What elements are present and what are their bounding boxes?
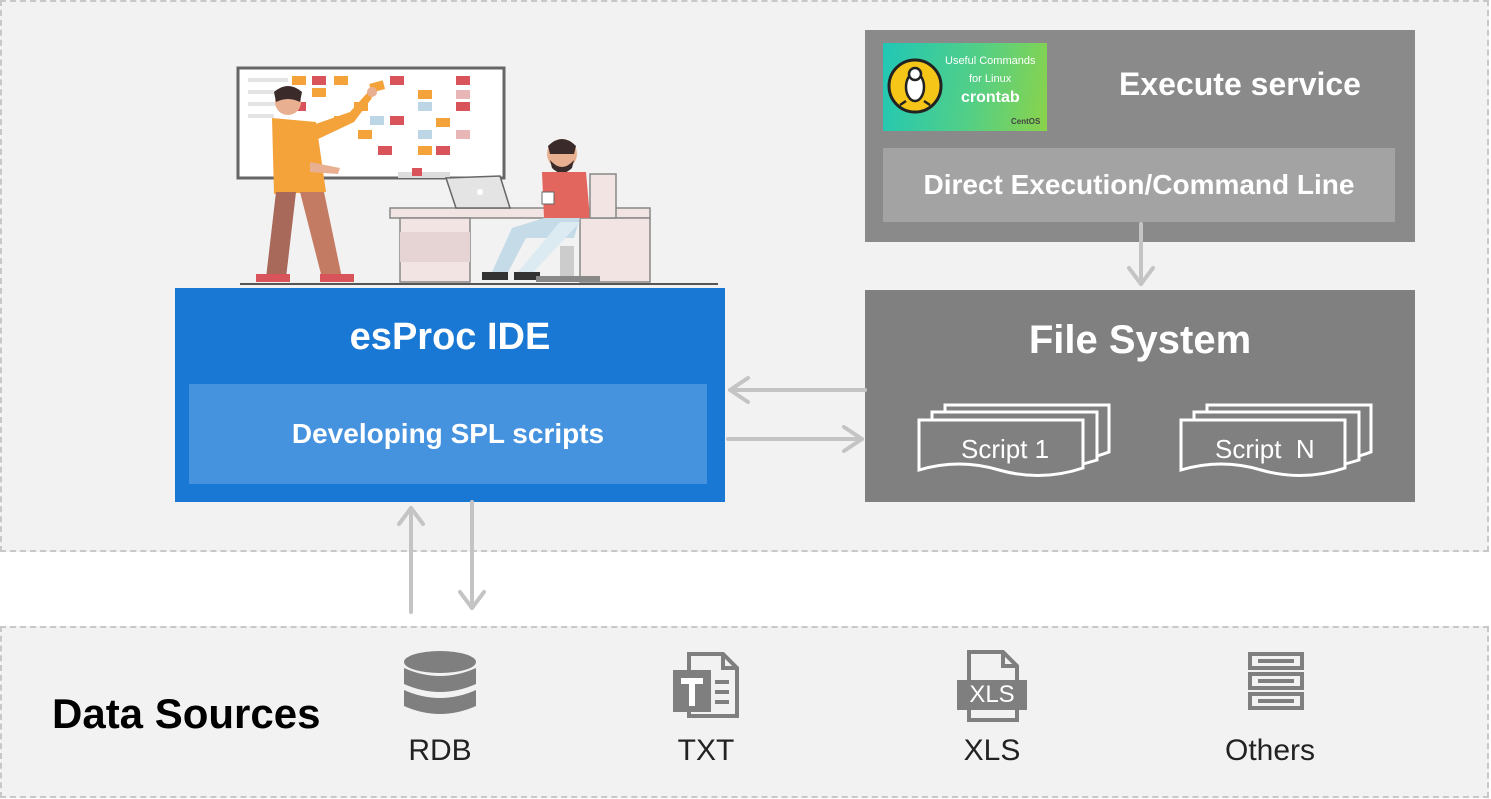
direct-execution-panel: Direct Execution/Command Line [883,148,1395,222]
script-n-label: Script N [1215,434,1315,464]
script-1-label: Script 1 [961,434,1050,464]
data-source-others [1206,650,1346,712]
execute-service-box: Useful Commands for Linux crontab CentOS… [865,30,1415,242]
centos-brand: CentOS [1011,117,1041,126]
execute-service-title: Execute service [1119,66,1361,102]
arrow-ide-to-datasources [458,500,486,610]
data-source-txt [636,650,776,720]
developing-scripts-label: Developing SPL scripts [291,418,605,449]
arrow-execute-to-filesystem [1127,222,1155,286]
data-sources-title: Data Sources [52,690,321,737]
file-system-title: File System [1028,318,1252,362]
database-icon [404,651,476,714]
xls-file-icon [957,650,1027,722]
script-1-stack-icon [917,403,1111,477]
script-n-stack-icon [1179,403,1373,477]
crontab-logo-line2: for Linux [969,73,1012,85]
xls-file-badge: XLS [969,681,1015,708]
data-source-txt-label: TXT [677,734,735,767]
server-stack-icon [1248,652,1304,710]
arrow-filesystem-to-ide [728,376,867,404]
linux-penguin-icon [887,58,943,114]
text-file-icon [673,652,739,718]
crontab-logo: Useful Commands for Linux crontab CentOS [883,43,1047,131]
esproc-ide-title: esProc IDE [349,316,551,358]
team-illustration [236,66,718,285]
direct-execution-label: Direct Execution/Command Line [923,169,1355,200]
arrow-datasources-to-ide [397,506,425,614]
data-source-rdb [370,650,510,726]
arrow-ide-to-filesystem [726,425,864,453]
crontab-logo-line1: Useful Commands [945,55,1036,67]
data-source-others-label: Others [1224,734,1316,767]
developing-scripts-panel: Developing SPL scripts [189,384,707,484]
bottom-panel [0,626,1489,798]
data-source-xls-label: XLS [963,734,1021,767]
file-system-box: File System Script 1 Script N [865,290,1415,502]
crontab-logo-name: crontab [961,89,1020,106]
data-source-xls: XLS [922,650,1062,722]
esproc-ide-box: esProc IDE Developing SPL scripts [175,288,725,502]
data-source-rdb-label: RDB [408,734,472,767]
